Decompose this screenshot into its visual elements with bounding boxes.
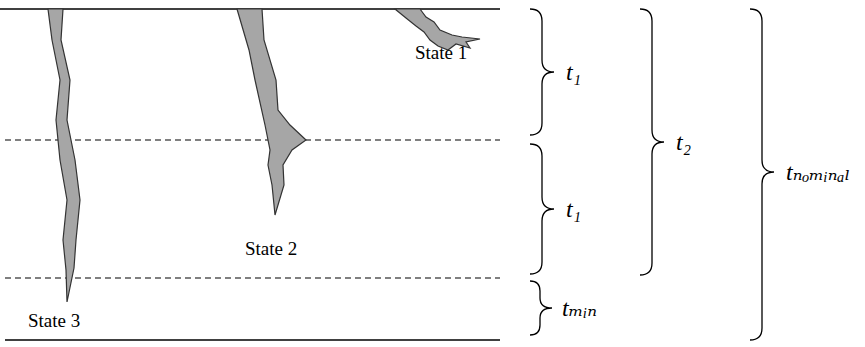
state-label: State 1 — [415, 43, 467, 62]
dimension-brace — [530, 9, 554, 135]
dimension-label: t₂ — [676, 130, 691, 154]
dimension-brace — [530, 281, 552, 335]
dimension-label: t₁ — [566, 197, 581, 221]
dimension-brace — [640, 9, 664, 275]
dashed-level — [5, 277, 500, 278]
state-label: State 3 — [28, 311, 80, 330]
crack-state-3 — [48, 9, 80, 302]
dimension-label: t₁ — [566, 60, 581, 84]
bottom-surface — [5, 339, 500, 341]
dimension-label: tₙₒₘᵢₙₐₗ — [786, 160, 850, 184]
state-label: State 2 — [245, 239, 297, 258]
dimension-brace — [530, 144, 554, 274]
crack-state-2 — [237, 9, 306, 215]
dimension-label: tₘᵢₙ — [562, 296, 597, 320]
dashed-level — [5, 139, 500, 140]
dimension-brace — [750, 9, 774, 340]
